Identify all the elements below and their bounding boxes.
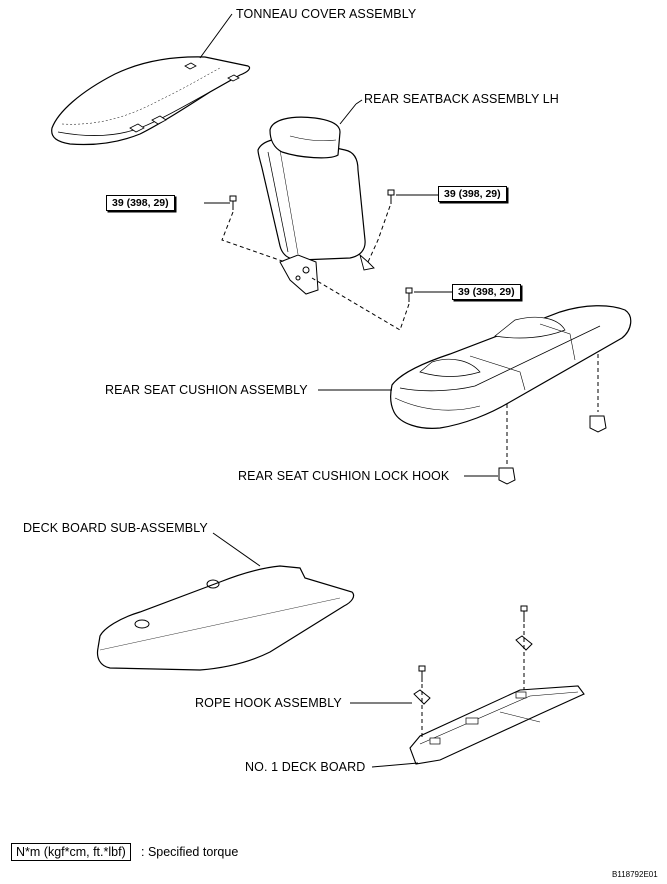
rear-seatback-label: REAR SEATBACK ASSEMBLY LH <box>364 92 559 106</box>
rear-seat-cushion-label: REAR SEAT CUSHION ASSEMBLY <box>105 383 308 397</box>
torque-spec-lower: 39 (398, 29) <box>452 284 521 300</box>
torque-spec-left: 39 (398, 29) <box>106 195 175 211</box>
tonneau-cover-label: TONNEAU COVER ASSEMBLY <box>236 7 417 21</box>
tonneau-leader-line <box>199 13 233 59</box>
deck-board-sub-label: DECK BOARD SUB-ASSEMBLY <box>23 521 208 535</box>
lock-hook-label: REAR SEAT CUSHION LOCK HOOK <box>238 469 450 483</box>
rope-hook-label: ROPE HOOK ASSEMBLY <box>195 696 342 710</box>
rear-seatback-assembly-lh <box>257 116 375 295</box>
seatback-leader-line <box>339 103 357 125</box>
torque-legend-box: N*m (kgf*cm, ft.*lbf) <box>11 843 131 861</box>
tonneau-cover-assembly <box>51 56 251 146</box>
bolt-left <box>229 195 237 210</box>
rear-seat-cushion-assembly <box>390 305 632 429</box>
figure-code: B118792E01 <box>612 870 658 879</box>
lock-hook-right <box>589 415 607 433</box>
no1-deck-board <box>409 685 585 765</box>
deck-board-sub-assembly <box>96 565 355 671</box>
deck-board-leader-line <box>371 762 419 768</box>
torque-spec-right: 39 (398, 29) <box>438 186 507 202</box>
lock-hook-center <box>498 467 516 485</box>
rope-hook-right <box>515 605 533 690</box>
torque-legend-description: : Specified torque <box>141 845 239 859</box>
bolt-lower <box>405 287 413 302</box>
bolt-right <box>387 189 395 204</box>
rope-hook-left <box>413 665 431 738</box>
deck-sub-leader-line <box>212 532 261 567</box>
no1-deck-board-label: NO. 1 DECK BOARD <box>245 760 366 774</box>
